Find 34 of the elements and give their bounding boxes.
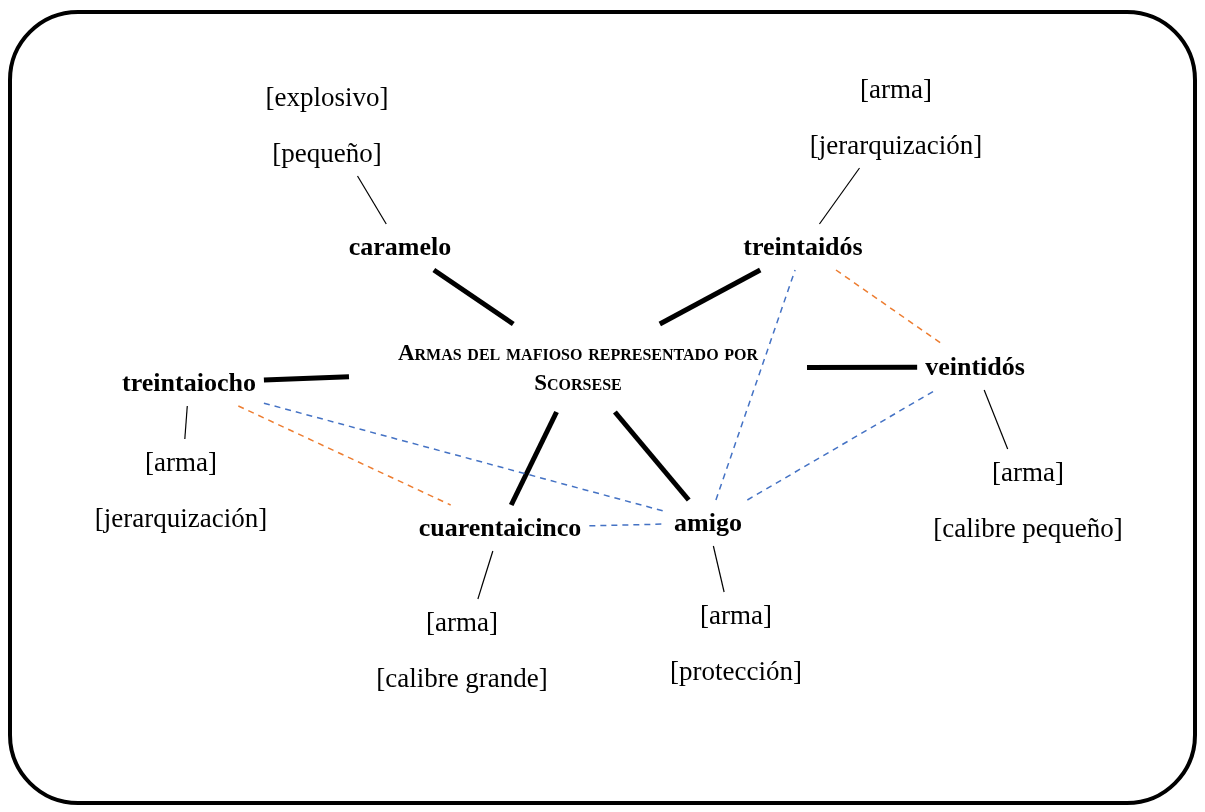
connector-line xyxy=(983,389,1009,450)
connector-line xyxy=(432,267,515,327)
connector-line xyxy=(477,550,494,600)
central-topic: Armas del mafioso representado por Scorsese xyxy=(396,339,760,397)
connector-line xyxy=(712,545,725,593)
connector-line xyxy=(613,410,691,502)
connector-line xyxy=(818,167,861,225)
attribute-label: [arma] xyxy=(426,607,498,637)
connector-line xyxy=(807,364,918,370)
attribute-label: [explosivo] xyxy=(265,82,389,112)
attribute-label: [pequeño] xyxy=(272,138,382,168)
dashed-connector xyxy=(237,405,452,506)
word-label: treintaiocho xyxy=(122,368,256,398)
word-label: cuarentaicinco xyxy=(418,513,582,543)
connector-line xyxy=(263,374,350,383)
attribute-label: [protección] xyxy=(670,656,802,686)
attribute-label: [arma] xyxy=(700,600,772,630)
attribute-label: [jerarquización] xyxy=(809,130,983,160)
word-label: treintaidós xyxy=(743,232,863,262)
connector-line xyxy=(658,267,762,327)
attribute-label: [jerarquización] xyxy=(94,503,268,533)
attribute-label: [arma] xyxy=(992,457,1064,487)
connector-line xyxy=(356,175,387,225)
attribute-label: [calibre grande] xyxy=(376,663,548,693)
dashed-connector xyxy=(835,269,943,345)
connector-line xyxy=(184,405,188,440)
word-label: amigo xyxy=(674,508,742,538)
attribute-label: [arma] xyxy=(145,447,217,477)
attribute-label: [calibre pequeño] xyxy=(933,513,1123,543)
dashed-connector xyxy=(715,269,796,501)
word-label: veintidós xyxy=(925,352,1025,382)
connector-line xyxy=(508,410,559,507)
attribute-label: [arma] xyxy=(860,74,932,104)
word-label: caramelo xyxy=(348,232,452,262)
